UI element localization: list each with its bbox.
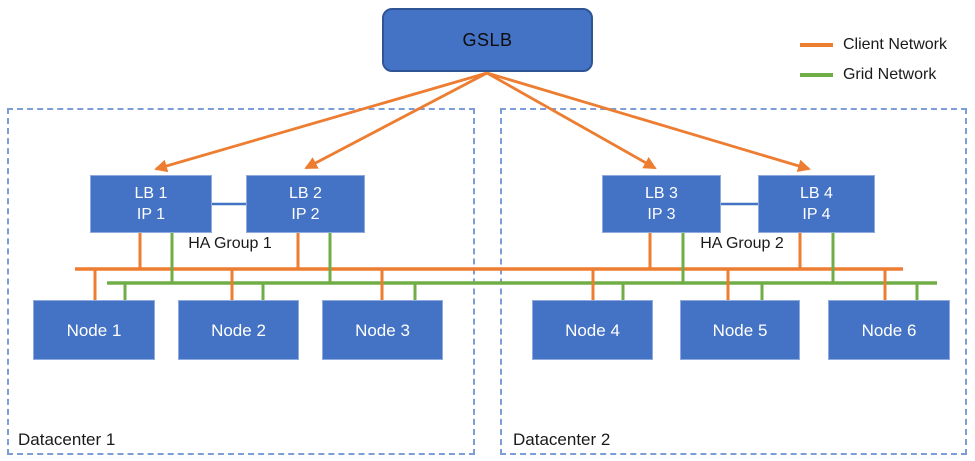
lb1-name: LB 1 xyxy=(134,185,168,202)
node3-label: Node 3 xyxy=(355,320,410,340)
gslb-label: GSLB xyxy=(462,29,513,50)
node2-box: Node 2 xyxy=(178,300,299,360)
legend-item-grid-network: Grid Network xyxy=(799,60,947,90)
node4-box: Node 4 xyxy=(532,300,653,360)
lb2-box: LB 2 IP 2 xyxy=(246,175,365,233)
lb3-ip: IP 3 xyxy=(647,206,676,223)
node6-label: Node 6 xyxy=(861,320,917,340)
legend-item-client-network: Client Network xyxy=(799,30,947,60)
legend-client-network-label: Client Network xyxy=(842,36,947,53)
lb3-box: LB 3 IP 3 xyxy=(602,175,721,233)
datacenter-2-label: Datacenter 2 xyxy=(513,430,611,449)
node1-label: Node 1 xyxy=(66,320,122,340)
node4-label: Node 4 xyxy=(565,320,620,340)
lb2-name: LB 2 xyxy=(289,185,322,202)
lb4-name: LB 4 xyxy=(800,185,833,202)
ha-group-1-label: HA Group 1 xyxy=(188,235,272,252)
node2-label: Node 2 xyxy=(211,320,266,340)
ha-group-2-label: HA Group 2 xyxy=(700,235,784,252)
lb2-ip: IP 2 xyxy=(291,206,320,223)
lb4-box: LB 4 IP 4 xyxy=(758,175,875,233)
node3-box: Node 3 xyxy=(322,300,443,360)
node1-box: Node 1 xyxy=(33,300,155,360)
lb1-box: LB 1 IP 1 xyxy=(90,175,212,233)
lb1-ip: IP 1 xyxy=(136,206,166,223)
lb4-ip: IP 4 xyxy=(802,206,831,223)
legend-grid-network-label: Grid Network xyxy=(842,66,937,83)
legend: Client Network Grid Network xyxy=(799,30,947,90)
node6-box: Node 6 xyxy=(828,300,950,360)
datacenter-2-boundary xyxy=(500,108,967,455)
client-network-line-swatch xyxy=(799,43,833,47)
grid-network-line-swatch xyxy=(799,73,833,77)
datacenter-1-boundary xyxy=(7,108,475,455)
lb3-name: LB 3 xyxy=(645,185,678,202)
datacenter-1-label: Datacenter 1 xyxy=(18,430,116,449)
node5-label: Node 5 xyxy=(712,320,768,340)
node5-box: Node 5 xyxy=(680,300,800,360)
gslb-box: GSLB xyxy=(382,8,593,72)
